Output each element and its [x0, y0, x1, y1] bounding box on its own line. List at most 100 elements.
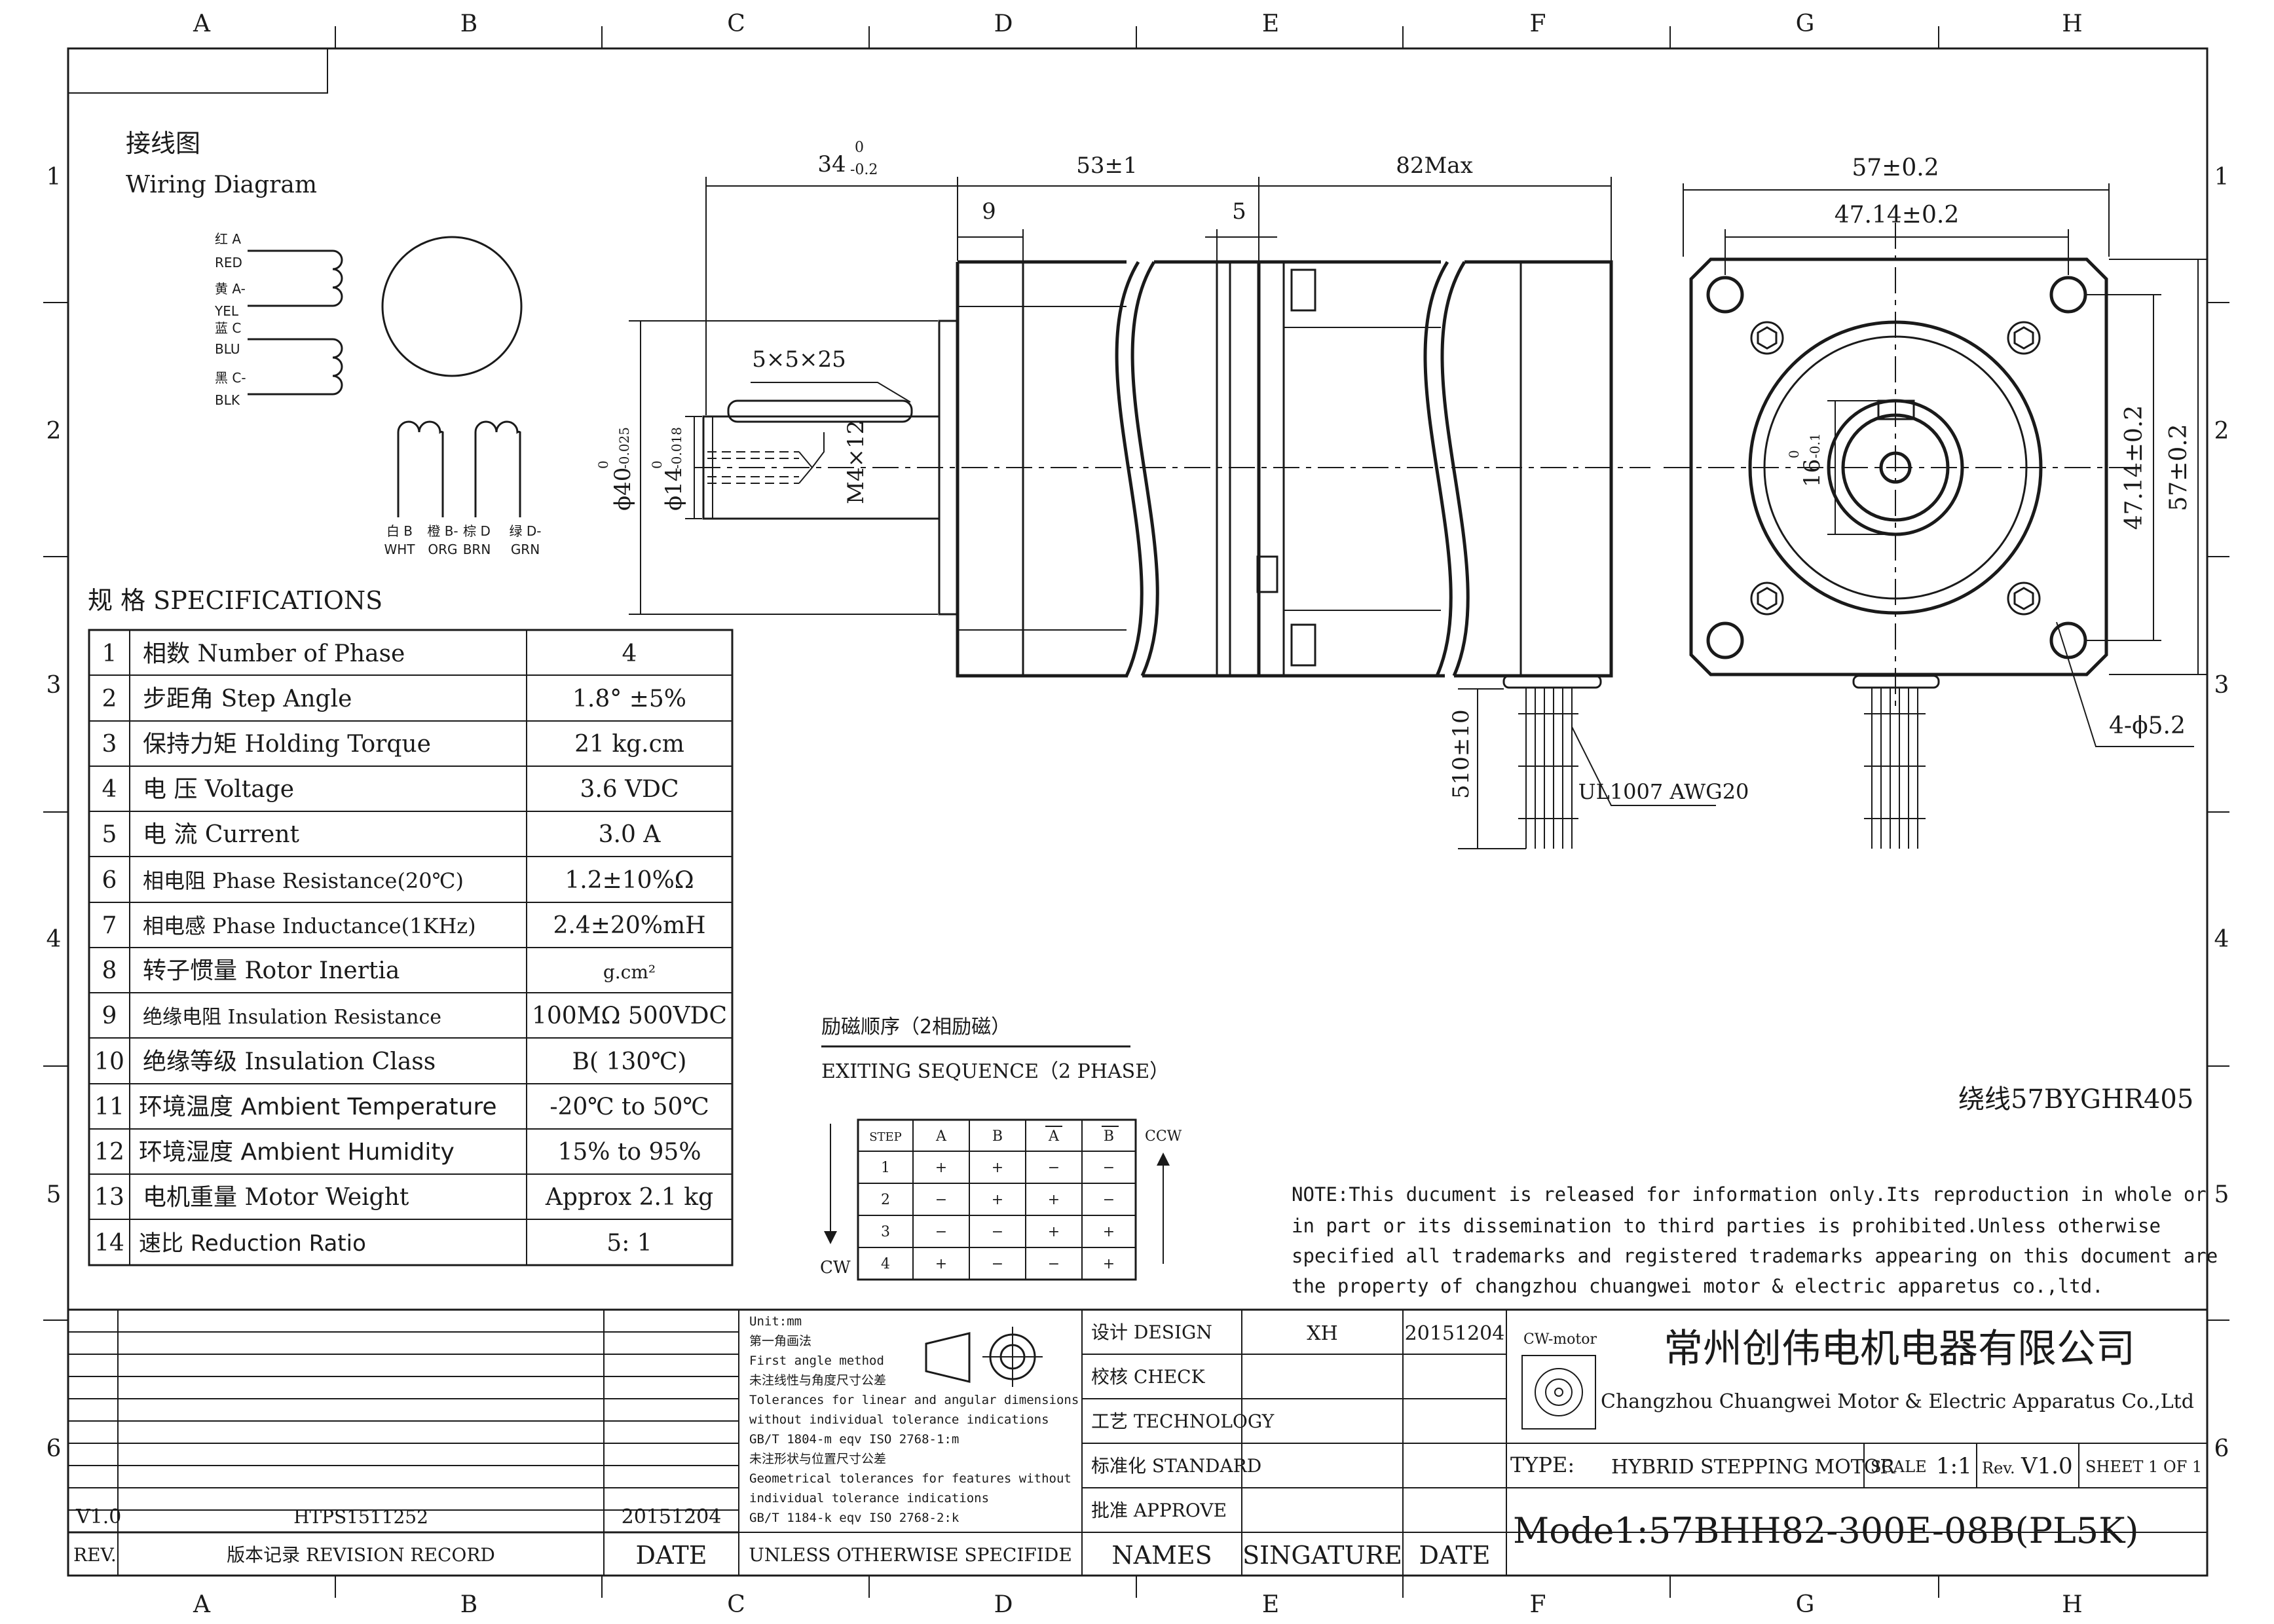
dim-82max: 82Max [1396, 153, 1473, 179]
tb-scale-label: SCALE [1871, 1458, 1927, 1476]
dim-5: 5 [1232, 198, 1246, 225]
tol-line-4: 未注线性与角度尺寸公差 [749, 1373, 886, 1388]
dim-lead-length: 510±10 [1448, 709, 1474, 799]
zone-row-3-left: 3 [47, 672, 62, 699]
spec-name-3: 保持力矩 Holding Torque [143, 731, 431, 758]
break-line-2a [1423, 261, 1453, 677]
zone-col-g-bottom: G [1796, 1591, 1815, 1618]
lead-exit-side [1502, 674, 1602, 689]
spec-n-9: 9 [102, 1003, 117, 1029]
lead-b-en: WHT [384, 542, 415, 557]
spec-n-3: 3 [102, 731, 117, 758]
seq-r2-step: 2 [881, 1192, 890, 1208]
seq-r2-a-bar: + [1048, 1192, 1060, 1208]
dim-phi14: ϕ14 [661, 468, 687, 511]
end-dim-lines [1683, 183, 2207, 747]
dim-34-tol-up: 0 [855, 139, 864, 156]
tol-line-11: GB/T 1184-k eqv ISO 2768-2:k [749, 1511, 960, 1525]
seq-r1-b-bar: − [1103, 1160, 1115, 1176]
zone-row-1-left: 1 [47, 164, 62, 191]
lead-d-cn: 棕 D [463, 523, 491, 539]
role-design: 设计 DESIGN [1091, 1321, 1212, 1343]
seq-r4-b: − [992, 1256, 1003, 1272]
tb-date-label: DATE [636, 1541, 707, 1570]
sequence-grid-frame [857, 1118, 1137, 1281]
zone-row-5-right: 5 [2214, 1181, 2229, 1208]
spec-n-8: 8 [102, 957, 117, 984]
mount-hole-bl [1706, 621, 1744, 659]
spec-name-13: 电机重量 Motor Weight [143, 1184, 409, 1211]
specs-grid [89, 630, 732, 1265]
zone-col-a-top: A [193, 10, 211, 37]
tol-line-6: without individual tolerance indications [749, 1412, 1049, 1427]
tb-model: Mode1:57BHH82-300E-08B(PL5K) [1513, 1510, 2139, 1551]
lead-a-minus-cn: 黄 A- [215, 281, 246, 297]
tb-rev-date: 20151204 [622, 1505, 722, 1528]
motor-tab-top [1290, 268, 1316, 312]
sequence-title-en: EXITING SEQUENCE（2 PHASE） [821, 1060, 1169, 1083]
tol-line-10: individual tolerance indications [749, 1491, 989, 1505]
seq-h-a-bar: A [1048, 1128, 1060, 1145]
seq-h-step: STEP [869, 1130, 902, 1144]
zone-col-g-top: G [1796, 10, 1815, 37]
dim-34-tol-lo: -0.2 [850, 162, 878, 178]
spec-n-1: 1 [102, 640, 117, 667]
dim-16: 16 [1799, 459, 1825, 487]
dim-phi14-tol-up: 0 [649, 460, 665, 469]
tb-revision-grid [68, 1310, 2207, 1576]
role-standard: 标准化 STANDARD [1091, 1455, 1261, 1477]
logo-text: CW-motor [1523, 1331, 1597, 1348]
spec-n-7: 7 [102, 912, 117, 939]
lead-c-cn: 蓝 C [215, 320, 241, 336]
dim-phi40: ϕ40 [610, 468, 636, 511]
tb-designer: XH [1307, 1322, 1338, 1345]
seq-r3-a: − [935, 1224, 947, 1240]
cw-label: CW [820, 1258, 851, 1278]
wiring-diagram: 接线图 Wiring Diagram 红 A RED 黄 A- YEL 蓝 C … [126, 129, 541, 557]
lead-d-minus-cn: 绿 D- [510, 523, 542, 539]
seq-r1-step: 1 [881, 1160, 890, 1176]
motor-rotor-circle [381, 236, 523, 377]
seq-h-a: A [935, 1128, 947, 1145]
break-line-2b [1440, 261, 1470, 677]
tb-tolerance-notes: Unit:mm 第一角画法 First angle method 未注线性与角度… [749, 1314, 1079, 1525]
spec-value-13: Approx 2.1 kg [545, 1184, 713, 1211]
specifications-table: 规 格 SPECIFICATIONS 1 相数 Number of Phase … [88, 586, 734, 1266]
break-line-1a [1115, 261, 1144, 677]
spec-n-10: 10 [94, 1048, 124, 1075]
role-approve: 批准 APPROVE [1091, 1500, 1227, 1521]
dim-thread: M4×12 [843, 420, 869, 504]
seq-r2-b-bar: − [1103, 1192, 1115, 1208]
spec-value-7: 2.4±20%mH [553, 912, 706, 939]
bottom-coils [397, 420, 521, 517]
spec-n-5: 5 [102, 821, 117, 848]
spec-n-4: 4 [102, 776, 117, 803]
note-line-1: NOTE:This ducument is released for infor… [1292, 1183, 2207, 1206]
tol-line-9: Geometrical tolerances for features with… [749, 1471, 1072, 1486]
role-check: 校核 CHECK [1091, 1366, 1206, 1388]
spec-value-11: -20℃ to 50℃ [550, 1094, 709, 1120]
motor-tab-bottom [1290, 623, 1316, 667]
gearbox-screws [1750, 321, 2041, 616]
seq-r4-step: 4 [881, 1256, 890, 1272]
zone-row-4-right: 4 [2214, 926, 2229, 953]
specs-title: 规 格 SPECIFICATIONS [88, 586, 382, 615]
tb-date-2: DATE [1419, 1541, 1491, 1570]
seq-r1-a: + [935, 1160, 947, 1176]
shaft-thread-hidden [707, 451, 799, 484]
spec-name-7: 相电感 Phase Inductance(1KHz) [143, 913, 476, 938]
dim-phi40-tol-up: 0 [595, 460, 611, 469]
logo-dot [1554, 1388, 1563, 1397]
zone-ticks [43, 26, 2229, 1598]
spec-name-9: 绝缘电阻 Insulation Resistance [143, 1006, 441, 1029]
dim-key: 5×5×25 [752, 346, 846, 373]
zone-col-h-top: H [2062, 10, 2082, 37]
dim-47-pitch-vertical: 47.14±0.2 [2121, 405, 2148, 530]
spec-value-3: 21 kg.cm [574, 731, 684, 758]
dim-phi14-tol-lo: -0.018 [669, 427, 684, 469]
spec-name-10: 绝缘等级 Insulation Class [143, 1048, 436, 1075]
spec-name-12: 环境湿度 Ambient Humidity [139, 1139, 455, 1166]
tb-signature: SINGATURE [1242, 1541, 1402, 1570]
seq-r4-b-bar: + [1103, 1256, 1115, 1272]
